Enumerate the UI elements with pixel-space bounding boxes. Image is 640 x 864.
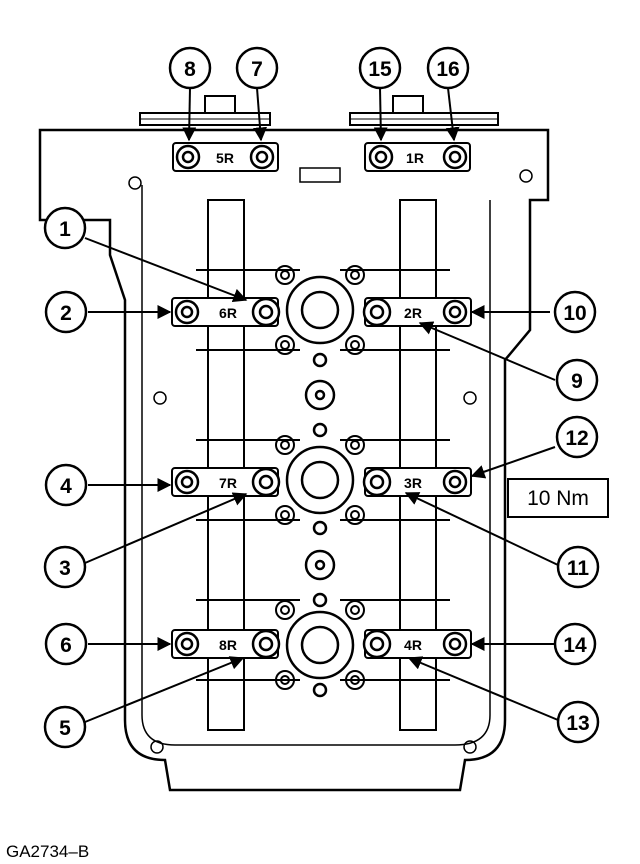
cap-bolt-14 xyxy=(442,631,468,657)
callout-9: 9 xyxy=(555,358,599,402)
torque-spec-box: 10 Nm xyxy=(507,478,609,518)
cap-bolt-2 xyxy=(174,299,200,325)
bearing-cap-5r: 5R xyxy=(172,142,279,172)
cylinder-head-outline xyxy=(38,128,550,792)
callout-5: 5 xyxy=(43,705,87,749)
bearing-cap-label: 8R xyxy=(219,637,237,653)
callout-label: 2 xyxy=(60,302,72,325)
callout-label: 1 xyxy=(59,218,71,241)
callout-label: 8 xyxy=(184,58,196,81)
callout-6: 6 xyxy=(44,622,88,666)
callout-7: 7 xyxy=(235,46,279,90)
bearing-cap-label: 1R xyxy=(406,150,424,166)
cap-bolt-12 xyxy=(442,469,468,495)
callout-8: 8 xyxy=(168,46,212,90)
callout-1: 1 xyxy=(43,206,87,250)
callout-label: 9 xyxy=(571,370,583,393)
callout-label: 12 xyxy=(565,427,588,450)
spark-plug-wells xyxy=(285,275,355,698)
callout-11: 11 xyxy=(556,545,600,589)
cap-bolt-16 xyxy=(442,144,468,170)
callout-label: 16 xyxy=(436,58,459,81)
callout-12: 12 xyxy=(555,415,599,459)
callout-4: 4 xyxy=(44,463,88,507)
callout-label: 7 xyxy=(251,58,263,81)
lifter-bolts xyxy=(275,265,365,690)
callout-label: 10 xyxy=(563,302,586,325)
callout-13: 13 xyxy=(556,700,600,744)
cap-bolt-11 xyxy=(362,467,392,497)
callout-16: 16 xyxy=(426,46,470,90)
cap-bolt-10 xyxy=(442,299,468,325)
callout-14: 14 xyxy=(553,622,597,666)
callout-label: 13 xyxy=(566,712,589,735)
cap-bolt-7 xyxy=(249,144,275,170)
cap-bolt-15 xyxy=(368,144,394,170)
callout-10: 10 xyxy=(553,290,597,334)
cap-bolt-5 xyxy=(251,629,281,659)
callout-label: 3 xyxy=(59,557,71,580)
cap-bolt-13 xyxy=(362,629,392,659)
cap-bolt-6 xyxy=(174,631,200,657)
leader-lines xyxy=(84,87,559,723)
bearing-cap-label: 4R xyxy=(404,637,422,653)
bearing-cap-label: 5R xyxy=(216,150,234,166)
callout-label: 6 xyxy=(60,634,72,657)
cap-bolts xyxy=(174,144,468,659)
figure-id: GA2734–B xyxy=(6,842,89,861)
bearing-cap-label: 6R xyxy=(219,305,237,321)
callout-label: 14 xyxy=(563,634,587,657)
callout-3: 3 xyxy=(43,545,87,589)
camshaft-sprockets xyxy=(139,95,499,126)
callout-label: 5 xyxy=(59,717,71,740)
callout-label: 4 xyxy=(60,475,72,498)
cap-bolt-3 xyxy=(251,467,281,497)
callout-label: 15 xyxy=(368,58,392,81)
callout-2: 2 xyxy=(44,290,88,334)
cap-bolt-8 xyxy=(175,144,201,170)
camshafts xyxy=(196,199,450,731)
bearing-cap-6r: 6R xyxy=(171,297,279,327)
bearing-cap-1r: 1R xyxy=(364,142,471,172)
torque-spec: 10 Nm xyxy=(527,487,589,510)
cap-bolt-1 xyxy=(251,297,281,327)
callout-15: 15 xyxy=(358,46,402,90)
callout-label: 11 xyxy=(567,557,590,580)
bearing-cap-label: 7R xyxy=(219,475,237,491)
cap-bolt-9 xyxy=(362,297,392,327)
bearing-cap-label: 3R xyxy=(404,475,422,491)
bearing-cap-label: 2R xyxy=(404,305,422,321)
cap-bolt-4 xyxy=(174,469,200,495)
